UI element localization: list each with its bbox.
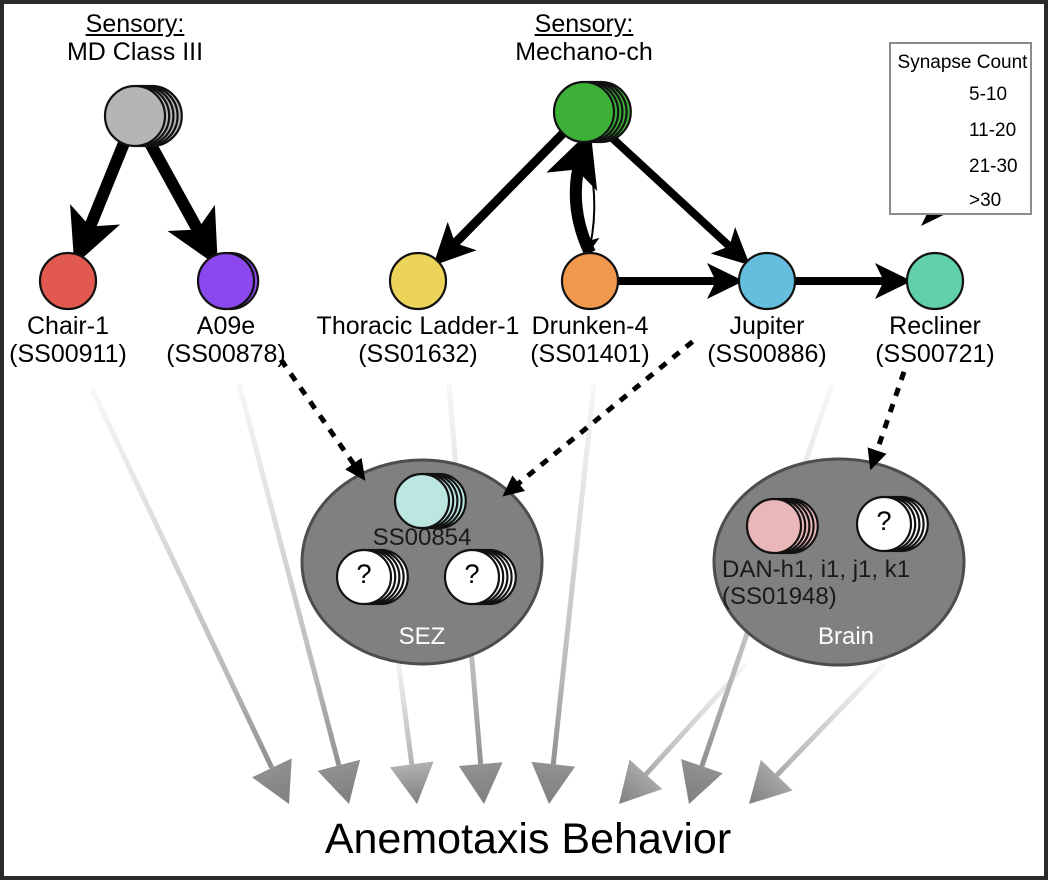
neuron-code-recliner: (SS00721) xyxy=(875,340,995,368)
brain-inner-label-line2: (SS01948) xyxy=(722,582,837,610)
connection-mechano-to-thoracic xyxy=(433,128,568,266)
connection-mechano-to-jupiter xyxy=(601,128,750,266)
dashed-arrow-a09e-to-sez xyxy=(278,358,366,481)
sensory-node-md3 xyxy=(103,84,183,148)
brain-region-label: Brain xyxy=(817,623,875,650)
legend-label-1: 11-20 xyxy=(969,120,1017,141)
legend-box: Synapse Count 5-10 11-20 21-30 >30 xyxy=(889,42,1032,215)
neuron-name-recliner: Recliner xyxy=(889,312,981,340)
connection-drunken4-to-mechano xyxy=(546,129,598,256)
neuron-name-chair1: Chair-1 xyxy=(27,312,109,340)
neuron-code-drunken4: (SS01401) xyxy=(530,340,650,368)
neuron-label-chair1: Chair-1 (SS00911) xyxy=(4,312,168,368)
brain-inner-label: DAN-h1, i1, j1, k1 (SS01948) xyxy=(722,556,982,611)
behavior-arrow xyxy=(531,383,597,804)
behavior-arrow xyxy=(389,651,434,804)
neuron-name-jupiter: Jupiter xyxy=(729,312,805,340)
neuron-name-drunken4: Drunken-4 xyxy=(531,312,649,340)
neuron-node-recliner xyxy=(905,251,965,311)
sensory-header-md3: Sensory: MD Class III xyxy=(35,10,235,66)
neuron-node-drunken4 xyxy=(560,251,620,311)
neuron-code-thoracic: (SS01632) xyxy=(358,340,478,368)
unknown-cell-question-mark: ? xyxy=(356,559,372,589)
behavior-arrow xyxy=(749,662,886,804)
connection-md3-to-a09e xyxy=(143,137,218,267)
neuron-name-a09e: A09e xyxy=(196,312,256,340)
sensory-header-mechano-line1: Sensory: xyxy=(534,10,634,38)
sez-inner-label: SS00854 xyxy=(372,524,472,551)
connection-arrows xyxy=(70,128,912,299)
region-cell-unknown-2 xyxy=(443,548,517,606)
neuron-label-a09e: A09e (SS00878) xyxy=(126,312,326,368)
unknown-cell-question-mark: ? xyxy=(464,559,480,589)
sez-region-label: SEZ xyxy=(398,623,446,650)
diagram-canvas xyxy=(38,80,977,804)
dashed-arrow-recliner-to-brain xyxy=(867,371,907,471)
legend-label-0: 5-10 xyxy=(969,84,1008,105)
neuron-code-chair1: (SS00911) xyxy=(9,340,127,368)
region-cell-dan-h1 xyxy=(745,497,819,555)
region-cell-ss00854 xyxy=(393,472,467,530)
legend-title: Synapse Count xyxy=(897,52,1028,73)
region-sez xyxy=(300,458,544,666)
dashed-arrows xyxy=(278,339,907,497)
neuron-label-thoracic: Thoracic Ladder-1 (SS01632) xyxy=(293,312,543,368)
behavior-arrow xyxy=(236,383,361,804)
legend-label-3: >30 xyxy=(969,190,1002,211)
sensory-node-mechano xyxy=(552,80,632,144)
legend-label-2: 21-30 xyxy=(969,156,1018,177)
neuron-node-thoracic xyxy=(388,251,448,311)
neuron-node-jupiter xyxy=(737,251,797,311)
neuron-nodes xyxy=(38,80,965,606)
sensory-header-md3-line1: Sensory: xyxy=(85,10,185,38)
neuron-node-a09e xyxy=(196,251,260,311)
region-cell-unknown-3 xyxy=(855,495,929,553)
brain-inner-label-line1: DAN-h1, i1, j1, k1 xyxy=(722,556,911,583)
region-cell-unknown-1 xyxy=(335,548,409,606)
neuron-label-jupiter: Jupiter (SS00886) xyxy=(667,312,867,368)
sensory-header-mechano: Sensory: Mechano-ch xyxy=(484,10,684,66)
neuron-node-chair1 xyxy=(38,251,98,311)
sensory-header-mechano-line2: Mechano-ch xyxy=(515,38,653,66)
dashed-arrow-jupiter-to-sez xyxy=(502,339,695,497)
sensory-header-md3-line2: MD Class III xyxy=(66,38,204,66)
behavior-title: Anemotaxis Behavior xyxy=(324,815,732,863)
neuron-code-a09e: (SS00878) xyxy=(166,340,286,368)
connection-md3-to-chair1 xyxy=(70,139,131,266)
neuron-code-jupiter: (SS00886) xyxy=(707,340,827,368)
behavior-arrow xyxy=(89,387,292,804)
neuron-name-thoracic: Thoracic Ladder-1 xyxy=(316,312,520,340)
unknown-cell-question-mark: ? xyxy=(876,506,892,536)
neuron-label-drunken4: Drunken-4 (SS01401) xyxy=(490,312,690,368)
neuron-label-recliner: Recliner (SS00721) xyxy=(835,312,1035,368)
